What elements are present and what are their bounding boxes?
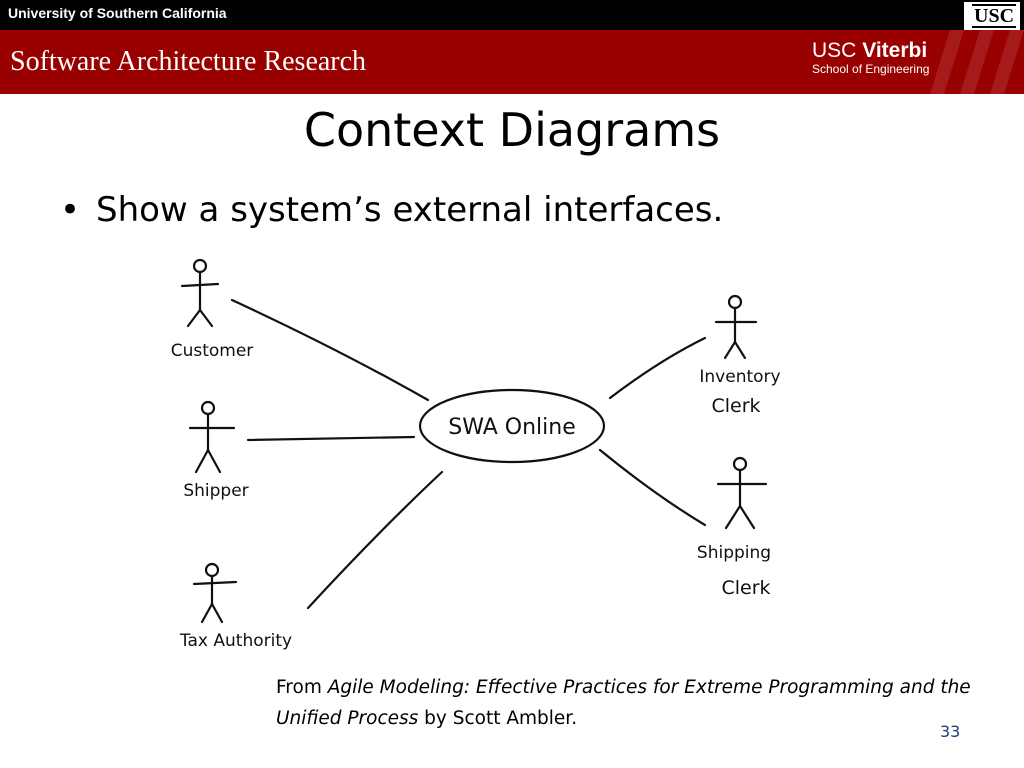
link-customer: [230, 298, 430, 402]
viterbi-logo-usc: USC: [812, 39, 863, 62]
actor-label-shipping-clerk-line1: Shipping: [697, 543, 771, 563]
system-label: SWA Online: [448, 415, 576, 440]
viterbi-logo: USC Viterbi School of Engineering: [812, 39, 930, 77]
citation-from: From: [276, 677, 328, 698]
actor-label-customer: Customer: [171, 341, 254, 361]
system-ellipse: [418, 388, 606, 464]
viterbi-logo-school: School of Engineering: [812, 62, 930, 76]
context-diagram: SWA Online Customer Shipper Tax Authorit…: [171, 258, 781, 651]
university-name: University of Southern California: [8, 5, 227, 21]
actor-label-inventory-clerk-line2: Clerk: [711, 395, 760, 417]
customer-actor-icon: [180, 258, 220, 328]
citation-author: by Scott Ambler.: [418, 708, 578, 729]
citation-book-title: Agile Modeling: Effective Practices for …: [276, 677, 971, 729]
group-name: Software Architecture Research: [10, 46, 367, 77]
viterbi-logo-name: Viterbi: [862, 39, 928, 62]
actor-label-tax-authority: Tax Authority: [179, 631, 292, 651]
link-inventory-clerk: [608, 336, 707, 400]
group-banner: Software Architecture Research USC Viter…: [0, 30, 1024, 94]
link-tax-authority: [306, 470, 444, 610]
usc-logo-box: [964, 2, 1020, 30]
slide-title: Context Diagrams: [303, 103, 721, 157]
link-shipper: [246, 435, 416, 442]
university-bar: University of Southern California USC: [0, 0, 1024, 30]
usc-logo: USC: [972, 4, 1017, 28]
inventory-clerk-actor-icon: [714, 294, 758, 360]
bullet-point: • Show a system’s external interfaces.: [60, 190, 723, 230]
bullet-text: Show a system’s external interfaces.: [96, 190, 724, 230]
link-shipping-clerk: [598, 448, 707, 527]
actor-label-shipper: Shipper: [183, 481, 248, 501]
actor-label-inventory-clerk-line1: Inventory: [699, 367, 780, 387]
bullet-dot: •: [60, 190, 81, 230]
source-citation: From Agile Modeling: Effective Practices…: [276, 672, 976, 734]
shipping-clerk-actor-icon: [716, 456, 768, 530]
page-number: 33: [940, 722, 961, 741]
banner-stripes-decoration: [930, 30, 1024, 94]
actor-label-shipping-clerk-line2: Clerk: [721, 577, 770, 599]
tax-authority-actor-icon: [192, 562, 238, 624]
shipper-actor-icon: [188, 400, 236, 474]
